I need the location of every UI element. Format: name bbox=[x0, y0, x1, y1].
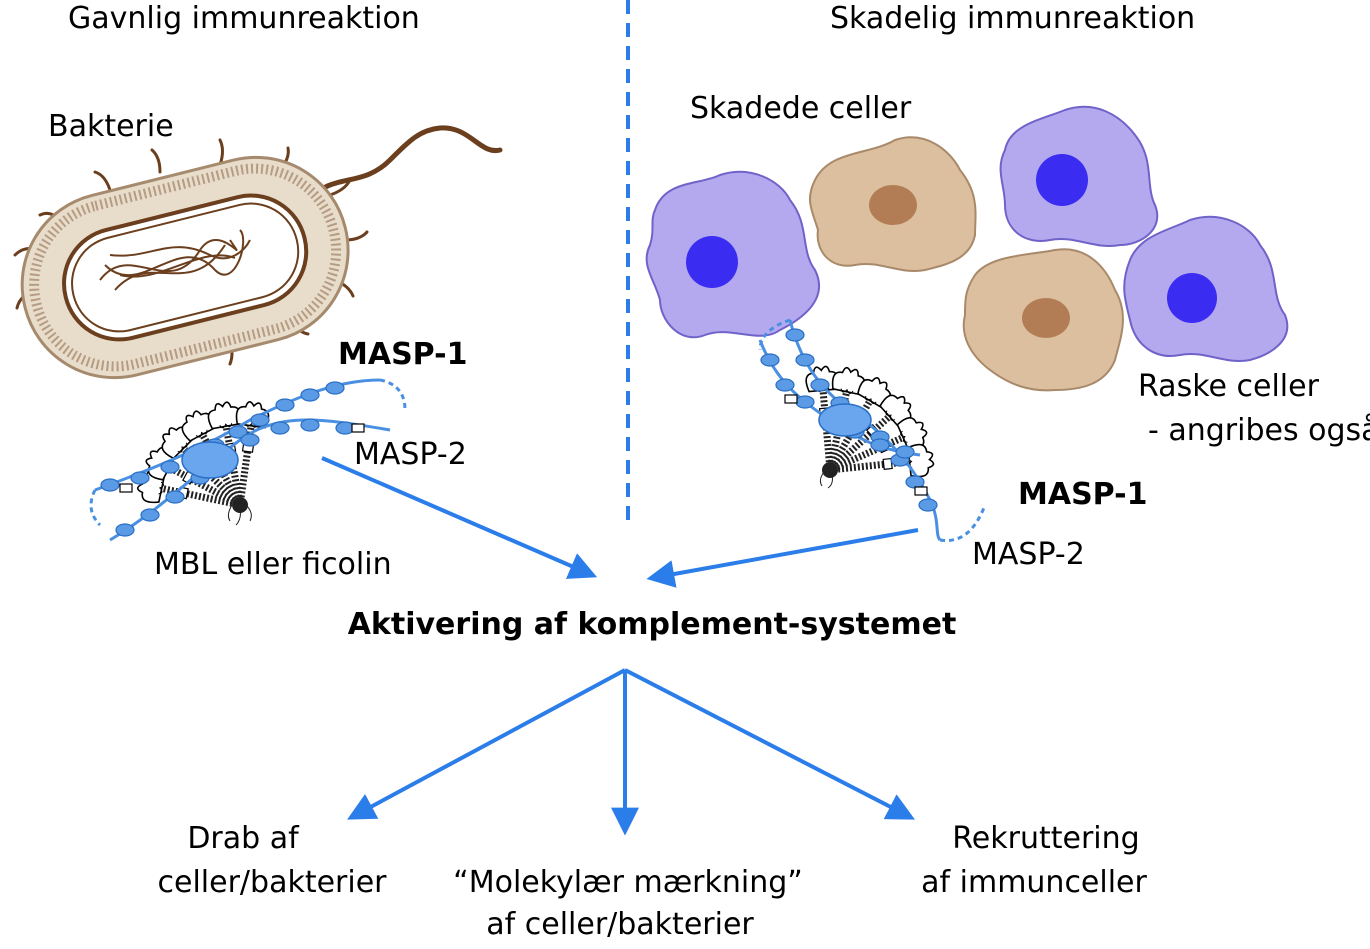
arrows bbox=[321, 456, 919, 836]
header-right: Skadelig immunreaktion bbox=[830, 1, 1196, 36]
healthy-cell-3 bbox=[1123, 215, 1289, 362]
bacteria-illustration bbox=[13, 125, 503, 380]
healthy-cells-label-line1: Raske celler bbox=[1138, 369, 1319, 404]
healthy-cell-2 bbox=[999, 105, 1159, 247]
left-masp1-label: MASP-1 bbox=[338, 337, 468, 372]
arrow-to-outcome-right bbox=[624, 668, 915, 820]
damaged-cells-label: Skadede celler bbox=[690, 91, 912, 126]
outcome-2-line1: “Molekylær mærkning” bbox=[453, 865, 803, 900]
arrow-left-to-activation bbox=[321, 456, 598, 579]
outcome-1-line1: Drab af bbox=[187, 821, 299, 856]
arrow-right-to-activation bbox=[646, 528, 919, 588]
healthy-cells-label-line2: - angribes også bbox=[1148, 413, 1370, 448]
left-masp-complex bbox=[89, 378, 407, 542]
outcome-1-line2: celler/bakterier bbox=[157, 865, 387, 900]
damaged-cell-2 bbox=[962, 248, 1124, 392]
outcome-3-line2: af immunceller bbox=[921, 865, 1147, 900]
mbl-label: MBL eller ficolin bbox=[154, 547, 392, 582]
outcome-3-line1: Rekruttering bbox=[952, 821, 1140, 856]
header-left: Gavnlig immunreaktion bbox=[68, 1, 420, 36]
right-masp-complex bbox=[758, 318, 987, 543]
healthy-cell-1 bbox=[645, 170, 821, 339]
right-masp2-label: MASP-2 bbox=[972, 537, 1085, 572]
activation-label: Aktivering af komplement-systemet bbox=[347, 607, 957, 642]
arrow-to-outcome-left bbox=[347, 668, 626, 820]
outcome-2-line2: af celler/bakterier bbox=[486, 907, 754, 942]
damaged-cell-1 bbox=[808, 136, 977, 272]
right-masp1-label: MASP-1 bbox=[1018, 477, 1148, 512]
left-masp2-label: MASP-2 bbox=[354, 437, 467, 472]
bacteria-label: Bakterie bbox=[48, 109, 174, 144]
